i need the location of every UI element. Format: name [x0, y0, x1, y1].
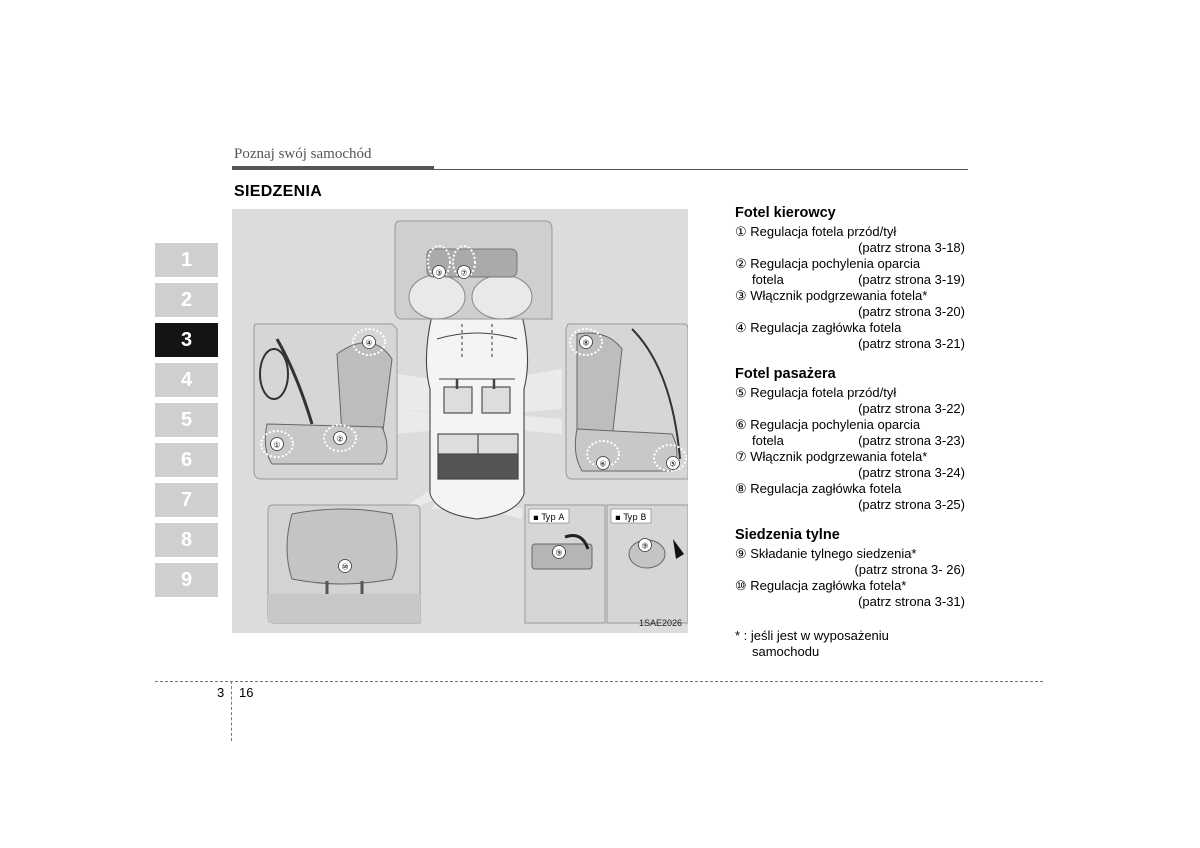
marker-5: ⑤: [669, 460, 676, 469]
footnote: * : jeśli jest w wyposażeniu samochodu: [735, 628, 975, 660]
item-label-cont: fotela: [752, 272, 784, 287]
marker-7: ⑦: [460, 269, 467, 278]
item-label: ② Regulacja pochylenia oparcia: [735, 256, 921, 271]
item-ref: (patrz strona 3-21): [858, 336, 965, 351]
marker-2: ②: [336, 435, 343, 444]
item-label: ① Regulacja fotela przód/tył: [735, 224, 897, 239]
seat-descriptions: Fotel kierowcy ① Regulacja fotela przód/…: [735, 205, 975, 660]
chapter-tab-1[interactable]: 1: [155, 243, 218, 277]
type-a-label: ▪ Typ A: [533, 513, 564, 523]
item-label: ⑥ Regulacja pochylenia oparcia: [735, 417, 921, 432]
item-ref: (patrz strona 3-25): [858, 497, 965, 512]
header-bar: [232, 166, 434, 170]
footer-rule: [155, 681, 1043, 682]
footer-divider: [231, 681, 232, 741]
chapter-tabs: 1 2 3 4 5 6 7 8 9: [155, 243, 218, 603]
driver-item-1: ① Regulacja fotela przód/tył (patrz stro…: [735, 224, 975, 256]
item-label: ④ Regulacja zagłówka fotela: [735, 320, 902, 335]
driver-item-2: ② Regulacja pochylenia oparcia fotela (p…: [735, 256, 975, 288]
seats-diagram-svg: ③ ⑦ ④ ① ② ⑧: [253, 220, 688, 624]
driver-item-3: ③ Włącznik podgrzewania fotela* (patrz s…: [735, 288, 975, 320]
driver-seat-heading: Fotel kierowcy: [735, 205, 836, 221]
inset-driver-seat: ④ ① ②: [253, 323, 398, 480]
inset-passenger-seat: ⑧ ⑥ ⑤: [565, 323, 688, 480]
item-label: ⑩ Regulacja zagłówka fotela*: [735, 578, 907, 593]
chapter-tab-8[interactable]: 8: [155, 523, 218, 557]
item-label: ⑧ Regulacja zagłówka fotela: [735, 481, 902, 496]
passenger-item-5: ⑤ Regulacja fotela przód/tył (patrz stro…: [735, 385, 975, 417]
rear-item-10: ⑩ Regulacja zagłówka fotela* (patrz stro…: [735, 578, 975, 610]
page-chapter: 3: [217, 685, 225, 700]
marker-6: ⑥: [599, 460, 606, 469]
inset-type-b: ▪ Typ B ⑨: [606, 504, 688, 624]
item-label: ③ Włącznik podgrzewania fotela*: [735, 288, 928, 303]
item-ref: (patrz strona 3-23): [858, 433, 965, 448]
chapter-tab-5[interactable]: 5: [155, 403, 218, 437]
chapter-tab-2[interactable]: 2: [155, 283, 218, 317]
marker-1: ①: [273, 441, 280, 450]
chapter-tab-7[interactable]: 7: [155, 483, 218, 517]
footnote-line1: * : jeśli jest w wyposażeniu: [735, 628, 889, 643]
marker-9b: ⑨: [641, 542, 648, 551]
chapter-tab-6[interactable]: 6: [155, 443, 218, 477]
marker-3: ③: [435, 269, 442, 278]
marker-4: ④: [365, 339, 372, 348]
car-top-view: [425, 314, 529, 520]
rear-seats-heading: Siedzenia tylne: [735, 527, 840, 543]
item-ref: (patrz strona 3-31): [858, 594, 965, 609]
passenger-item-6: ⑥ Regulacja pochylenia oparcia fotela (p…: [735, 417, 975, 449]
inset-type-a: ▪ Typ A ⑨: [524, 504, 606, 624]
item-ref: (patrz strona 3-20): [858, 304, 965, 319]
driver-item-4: ④ Regulacja zagłówka fotela (patrz stron…: [735, 320, 975, 352]
item-ref: (patrz strona 3- 26): [854, 562, 965, 577]
figure-code: 1SAE2026: [638, 618, 682, 628]
marker-10: ⑩: [341, 563, 348, 572]
rear-item-9: ⑨ Składanie tylnego siedzenia* (patrz st…: [735, 546, 975, 578]
page-index: 16: [239, 685, 254, 700]
chapter-header: Poznaj swój samochód: [234, 146, 372, 162]
item-ref: (patrz strona 3-24): [858, 465, 965, 480]
inset-heater-switches: ③ ⑦: [394, 220, 553, 320]
chapter-tab-3[interactable]: 3: [155, 323, 218, 357]
type-b-label: ▪ Typ B: [615, 513, 646, 523]
marker-8: ⑧: [582, 339, 589, 348]
item-label: ⑤ Regulacja fotela przód/tył: [735, 385, 897, 400]
item-label: ⑨ Składanie tylnego siedzenia*: [735, 546, 917, 561]
passenger-item-7: ⑦ Włącznik podgrzewania fotela* (patrz s…: [735, 449, 975, 481]
chapter-tab-4[interactable]: 4: [155, 363, 218, 397]
footnote-line2: samochodu: [752, 644, 820, 659]
chapter-tab-9[interactable]: 9: [155, 563, 218, 597]
passenger-seat-heading: Fotel pasażera: [735, 366, 836, 382]
item-label-cont: fotela: [752, 433, 784, 448]
seats-illustration: ③ ⑦ ④ ① ② ⑧: [232, 209, 688, 633]
item-ref: (patrz strona 3-18): [858, 240, 965, 255]
item-label: ⑦ Włącznik podgrzewania fotela*: [735, 449, 928, 464]
header-rule: [232, 169, 968, 170]
item-ref: (patrz strona 3-19): [858, 272, 965, 287]
item-ref: (patrz strona 3-22): [858, 401, 965, 416]
inset-headrest: ⑩: [267, 504, 421, 624]
passenger-item-8: ⑧ Regulacja zagłówka fotela (patrz stron…: [735, 481, 975, 513]
section-title: SIEDZENIA: [234, 183, 323, 200]
marker-9a: ⑨: [555, 549, 562, 558]
